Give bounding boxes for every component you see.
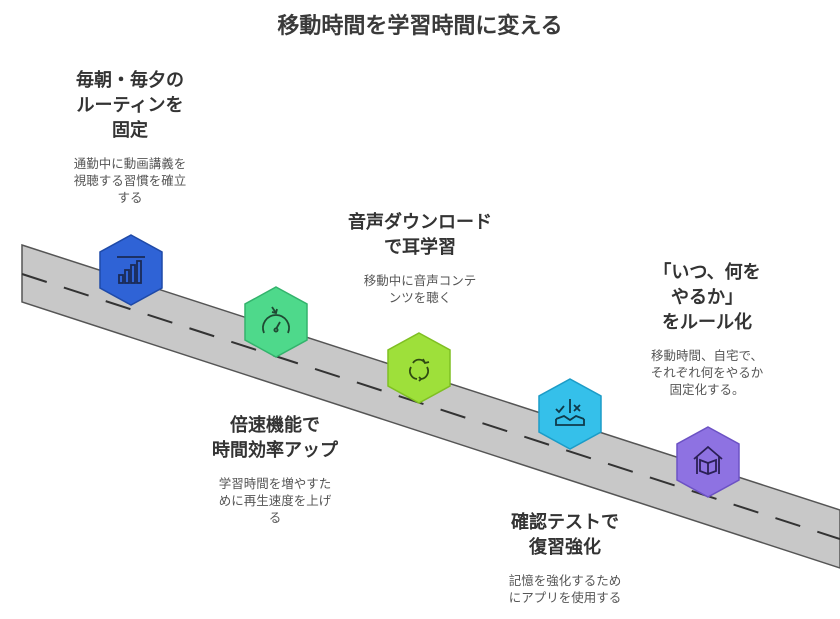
speedometer-icon bbox=[262, 306, 290, 334]
step-1-heading: 毎朝・毎夕の ルーティンを 固定 bbox=[76, 70, 184, 141]
step-2-label: 倍速機能で 時間効率アップ 学習時間を増やすた めに再生速度を上げ る bbox=[195, 413, 355, 526]
step-1-hexagon bbox=[99, 234, 163, 306]
step-3-label: 音声ダウンロード で耳学習 移動中に音声コンテ ンツを聴く bbox=[335, 210, 505, 306]
step-4-label: 確認テストで 復習強化 記憶を強化するため にアプリを使用する bbox=[480, 510, 650, 606]
step-2-description: 学習時間を増やすた めに再生速度を上げ る bbox=[218, 476, 332, 525]
step-4-description: 記憶を強化するため にアプリを使用する bbox=[508, 573, 622, 605]
bar-chart-icon bbox=[117, 256, 145, 284]
step-5-hexagon bbox=[676, 426, 740, 498]
check-cross-icon bbox=[555, 399, 585, 426]
step-1-label: 毎朝・毎夕の ルーティンを 固定 通勤中に動画講義を 視聴する習慣を確立 する bbox=[55, 68, 205, 206]
step-4-heading: 確認テストで 復習強化 bbox=[511, 512, 619, 558]
step-1-description: 通勤中に動画講義を 視聴する習慣を確立 する bbox=[73, 156, 187, 205]
house-book-icon bbox=[693, 445, 723, 475]
step-3-heading: 音声ダウンロード で耳学習 bbox=[348, 212, 492, 258]
page-title: 移動時間を学習時間に変える bbox=[277, 14, 563, 39]
step-3-description: 移動中に音声コンテ ンツを聴く bbox=[363, 273, 477, 305]
step-2-heading: 倍速機能で 時間効率アップ bbox=[212, 415, 338, 461]
step-5-description: 移動時間、自宅で、 それぞれ何をやるか 固定化する。 bbox=[650, 348, 764, 397]
step-5-heading: 「いつ、何を やるか」 をルール化 bbox=[653, 262, 761, 333]
step-4-hexagon bbox=[538, 378, 602, 450]
refresh-cycle-icon bbox=[409, 358, 430, 382]
step-2-hexagon bbox=[244, 286, 308, 358]
step-3-hexagon bbox=[387, 332, 451, 404]
step-5-label: 「いつ、何を やるか」 をルール化 移動時間、自宅で、 それぞれ何をやるか 固定… bbox=[622, 260, 792, 398]
